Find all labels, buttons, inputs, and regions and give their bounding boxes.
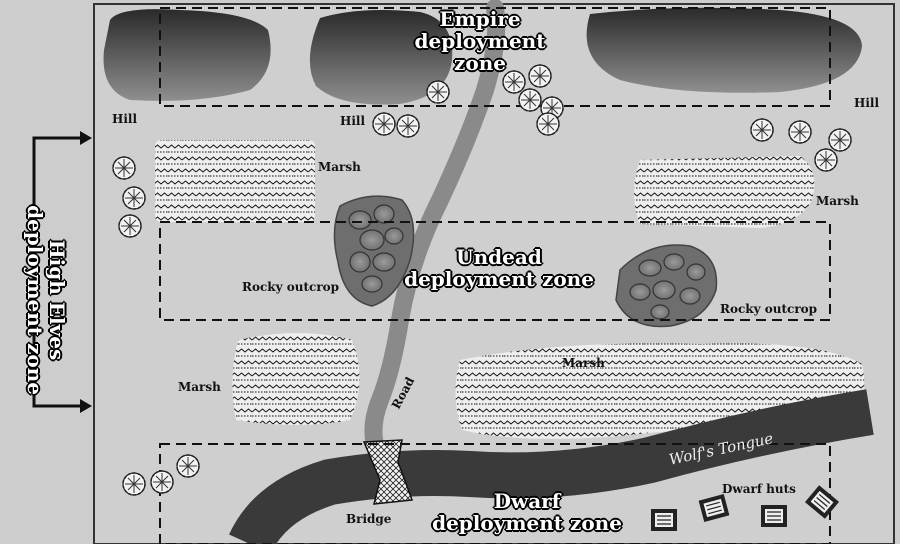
dwarf-zone-title: Dwarf deployment zone [432,490,622,534]
river [229,389,874,544]
road [364,0,506,464]
hill-right-label: Hill [854,96,880,110]
arrow-icon [32,131,92,413]
high-elves-zone-line2: deployment zone [23,205,47,395]
dwarf-zone-line1: Dwarf [493,489,561,513]
high-elves-zone: High Elves deployment zone [8,200,84,400]
dwarf-zone-border [159,443,831,544]
bridge [362,439,414,505]
undead-zone-title: Undead deployment zone [404,246,594,290]
rocky-outcrop-left-label: Rocky outcrop [242,280,340,294]
dwarf-zone-line2: deployment zone [432,511,622,535]
empire-zone-line2: deployment zone [414,29,546,75]
marsh-bottom-center-label: Marsh [562,356,605,370]
marsh-top-left [155,140,315,222]
marsh-top-left-label: Marsh [318,160,361,174]
marsh-bottom-left-label: Marsh [178,380,221,394]
undead-zone-line1: Undead [456,245,542,269]
rock-icon [629,253,706,320]
hill-center-label: Hill [340,114,366,128]
hill-right [586,7,862,93]
undead-zone-line2: deployment zone [404,267,594,291]
rocky-outcrop-right-label: Rocky outcrop [720,302,818,316]
marsh-top-right [634,156,815,228]
empire-zone-line1: Empire [439,7,521,31]
hill-left [103,9,271,101]
bridge-label: Bridge [346,512,392,526]
hill-left-label: Hill [112,112,138,126]
marsh-top-right-label: Marsh [816,194,859,208]
hill-center [309,10,453,105]
empire-zone-title: Empire deployment zone [390,8,570,74]
dwarf-huts-label: Dwarf huts [722,482,796,496]
rock-icon [348,204,404,293]
marsh-bottom-left [232,333,360,425]
high-elves-zone-line1: High Elves [45,239,69,361]
high-elves-zone-title: High Elves deployment zone [23,200,69,400]
